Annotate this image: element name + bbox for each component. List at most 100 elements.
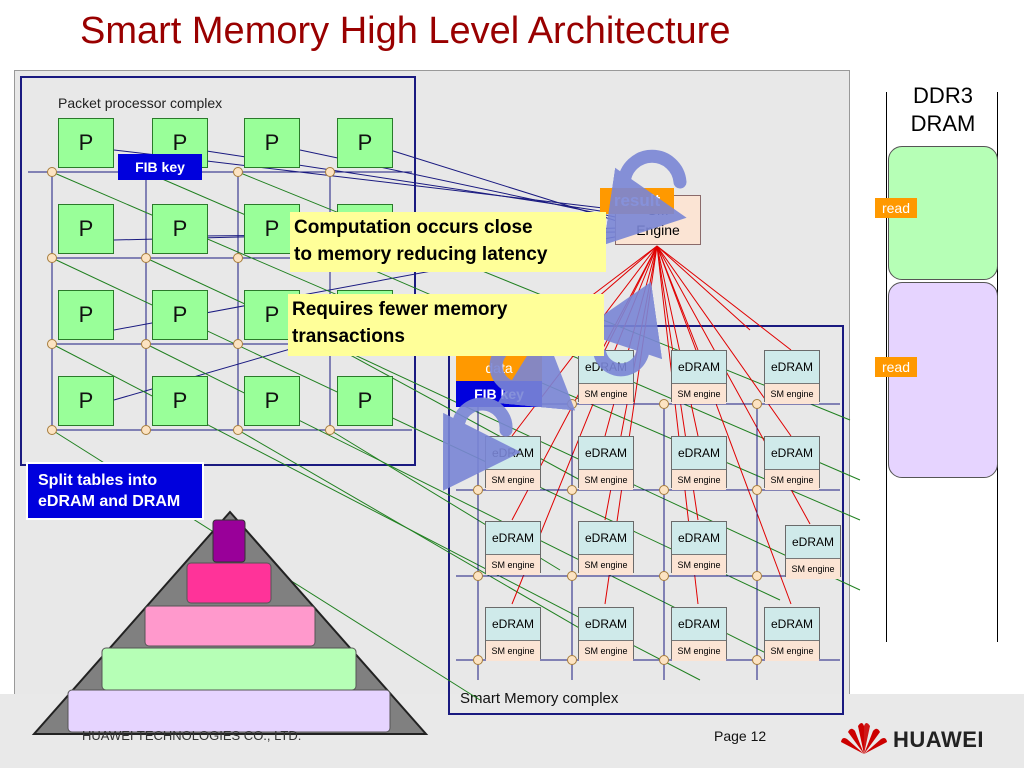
split-tables-callout: Split tables into eDRAM and DRAM	[26, 462, 204, 520]
packet-processor-node: P	[152, 376, 208, 426]
pyramid-tier-1	[67, 689, 391, 733]
junction-dot	[752, 399, 762, 409]
ddr-bank-purple	[888, 282, 998, 478]
junction-dot	[325, 167, 335, 177]
ddr3-title: DDR3 DRAM	[888, 82, 998, 138]
company-name: HUAWEI TECHNOLOGIES CO., LTD.	[82, 728, 302, 743]
result-cycle-arrow	[603, 149, 687, 245]
sm-engine-label: SM engine	[672, 383, 726, 404]
junction-dot	[752, 571, 762, 581]
junction-dot	[659, 571, 669, 581]
sm-engine-label: SM engine	[786, 558, 840, 579]
sm-engine-label: SM engine	[579, 640, 633, 661]
junction-dot	[659, 655, 669, 665]
huawei-logo-text: HUAWEI	[893, 727, 984, 752]
latency-callout-line1: Computation occurs close	[294, 217, 533, 238]
smart-memory-label: Smart Memory complex	[460, 690, 619, 707]
fib-key-cycle-arrow	[442, 397, 521, 491]
transactions-callout-line2: transactions	[292, 326, 405, 347]
junction-dot	[47, 339, 57, 349]
sm-engine-label: SM engine	[765, 640, 819, 661]
junction-dot	[659, 399, 669, 409]
split-callout-line1: Split tables into	[38, 472, 158, 489]
edram-label: eDRAM	[486, 522, 540, 554]
split-callout-line2: eDRAM and DRAM	[38, 493, 181, 510]
huawei-logo-icon	[841, 723, 887, 754]
ddr3-title-line1: DDR3	[913, 83, 973, 108]
junction-dot	[233, 339, 243, 349]
pyramid-tier-2	[101, 647, 357, 691]
read-tag-1: read	[875, 198, 917, 218]
junction-dot	[659, 485, 669, 495]
edram-label: eDRAM	[672, 351, 726, 383]
ddr-bank-green	[888, 146, 998, 280]
edram-label: eDRAM	[765, 608, 819, 640]
edram-label: eDRAM	[486, 608, 540, 640]
pyramid-tier-5	[212, 519, 246, 563]
junction-dot	[47, 167, 57, 177]
edram-label: eDRAM	[786, 526, 840, 558]
junction-dot	[141, 253, 151, 263]
edram-label: eDRAM	[672, 608, 726, 640]
memory-pyramid	[31, 510, 429, 735]
edram-label: eDRAM	[765, 437, 819, 469]
sm-engine-label: SM engine	[579, 469, 633, 490]
sm-engine-label: SM engine	[672, 554, 726, 575]
junction-dot	[141, 425, 151, 435]
page-number: Page 12	[714, 728, 767, 744]
junction-dot	[233, 253, 243, 263]
transactions-callout-line1: Requires fewer memory	[292, 299, 508, 320]
junction-dot	[233, 425, 243, 435]
ddr3-title-line2: DRAM	[910, 111, 976, 136]
sm-engine-label: SM engine	[765, 383, 819, 404]
sm-engine-label: SM engine	[672, 469, 726, 490]
junction-dot	[473, 571, 483, 581]
read-tag-2: read	[875, 357, 917, 377]
junction-dot	[752, 485, 762, 495]
slide-title: Smart Memory High Level Architecture	[80, 10, 731, 52]
sm-engine-label: SM engine	[579, 383, 633, 404]
packet-processor-node: P	[58, 118, 114, 168]
packet-processor-node: P	[337, 118, 393, 168]
junction-dot	[473, 655, 483, 665]
transactions-callout: Requires fewer memory transactions	[288, 294, 604, 356]
junction-dot	[47, 253, 57, 263]
packet-processor-node: P	[152, 204, 208, 254]
packet-processor-node: P	[244, 376, 300, 426]
fib-key-tag: FIB key	[118, 154, 202, 180]
latency-callout-line2: to memory reducing latency	[294, 244, 548, 265]
junction-dot	[567, 485, 577, 495]
latency-callout: Computation occurs close to memory reduc…	[290, 212, 606, 272]
packet-processor-node: P	[58, 290, 114, 340]
junction-dot	[567, 655, 577, 665]
sm-engine-label: SM engine	[672, 640, 726, 661]
packet-processor-node: P	[244, 118, 300, 168]
pyramid-tier-3	[144, 605, 316, 647]
sm-engine-label: SM engine	[486, 554, 540, 575]
junction-dot	[325, 425, 335, 435]
edram-label: eDRAM	[579, 608, 633, 640]
junction-dot	[752, 655, 762, 665]
edram-label: eDRAM	[765, 351, 819, 383]
junction-dot	[567, 571, 577, 581]
junction-dot	[233, 167, 243, 177]
packet-processor-node: P	[58, 204, 114, 254]
edram-label: eDRAM	[672, 437, 726, 469]
packet-processor-node: P	[337, 376, 393, 426]
sm-engine-label: SM engine	[579, 554, 633, 575]
junction-dot	[141, 339, 151, 349]
pyramid-tier-4	[186, 562, 272, 604]
edram-label: eDRAM	[579, 522, 633, 554]
packet-processor-node: P	[58, 376, 114, 426]
packet-processor-node: P	[152, 290, 208, 340]
